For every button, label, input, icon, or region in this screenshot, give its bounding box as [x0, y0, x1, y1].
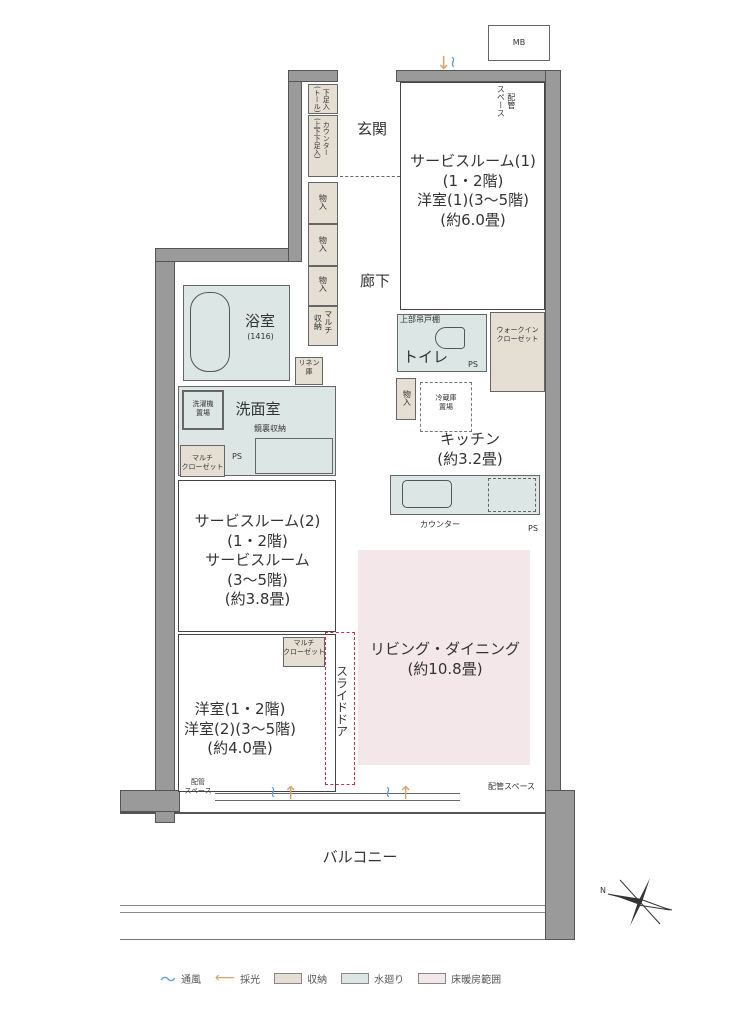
wall-bottom — [120, 790, 180, 812]
piping-space-top: 配管 スペース — [496, 85, 516, 117]
compass-icon — [607, 878, 673, 926]
floor-heating-area — [358, 550, 530, 765]
kitchen-storage — [396, 378, 416, 420]
legend-item-floor-heating: 床暖房範囲 — [418, 971, 501, 986]
service-room-2-label: サービスルーム(2) (1・2階) サービスルーム (3〜5階) (約3.8畳) — [194, 512, 321, 608]
washroom-label: 洗面室 — [235, 400, 281, 418]
bathroom-size: (1416) — [247, 332, 274, 341]
balcony-rail — [120, 905, 575, 913]
storage-1 — [308, 182, 338, 224]
western-room-label: 洋室(1・2階) 洋室(2)(3〜5階) (約4.0畳) — [183, 700, 297, 757]
washer-space — [182, 390, 224, 430]
legend-item-light: ⟵ 採光 — [215, 970, 260, 986]
upper-cabinet-label: 上部吊戸棚 — [400, 315, 440, 324]
storage-2-label: 物入 — [318, 236, 328, 252]
multi-closet-1 — [180, 445, 225, 477]
ps-label-1: PS — [232, 452, 242, 461]
counter-label: カウンター — [420, 520, 460, 529]
ps-label-3: PS — [528, 524, 538, 533]
slide-door-label: スライドドア — [334, 665, 349, 737]
mb-label: MB — [512, 38, 526, 47]
piping-space-right: 配管スペース — [488, 782, 536, 791]
fridge-space-label: 冷蔵庫 置場 — [435, 394, 457, 412]
wall-top-right — [396, 70, 561, 82]
legend-item-wind: 〜通風 — [160, 966, 201, 990]
legend-label: 収納 — [307, 974, 328, 986]
wall-upper-left-vert — [288, 70, 302, 262]
legend-item-water: 水廻り — [341, 971, 404, 986]
mirror-storage-label: 鏡裏収納 — [254, 424, 286, 433]
wind-icon: ≀ — [450, 52, 456, 71]
legend-swatch — [274, 972, 303, 984]
kitchen-sink — [402, 480, 452, 508]
multi-storage-label: マルチ 収納 — [313, 310, 333, 334]
fridge-space — [420, 382, 472, 432]
walk-in-closet-label: ウォークイン クローゼット — [496, 326, 539, 344]
storage-3-label: 物入 — [318, 276, 328, 292]
shoe-storage-counter — [308, 115, 338, 177]
linen-closet — [295, 357, 323, 385]
legend-swatch — [418, 972, 447, 984]
stove — [488, 478, 536, 512]
kitchen-counter — [390, 475, 540, 515]
toilet-label: トイレ — [403, 348, 449, 366]
storage-3 — [308, 266, 338, 306]
light-arrow-icon: ↑ — [283, 783, 299, 804]
wind-icon: 〜 — [160, 970, 177, 989]
shoe-storage-tall — [308, 84, 338, 114]
toilet-bowl — [435, 327, 465, 349]
wall-left-upper — [155, 248, 300, 262]
wall-balcony-right — [545, 790, 575, 940]
multi-closet-2-label: マルチ クローゼット — [283, 639, 325, 657]
genkan-label: 玄関 — [356, 120, 387, 138]
light-arrow-icon: ↑ — [398, 783, 414, 804]
compass-north-label: N — [600, 886, 606, 895]
service-room-1 — [400, 82, 545, 310]
legend: 〜通風 ⟵ 採光 収納 水廻り 床暖房範囲 — [160, 966, 501, 990]
bathroom-label: 浴室 — [244, 312, 275, 330]
shoe-storage-tall-label: 下足入 (トール) — [313, 86, 331, 113]
meter-box — [488, 25, 550, 61]
slide-door — [325, 632, 355, 785]
genkan — [340, 82, 400, 177]
storage-2 — [308, 224, 338, 266]
wall-left — [155, 248, 175, 823]
multi-storage — [308, 306, 338, 346]
multi-closet-2 — [283, 637, 325, 667]
wind-icon: ≀ — [270, 782, 276, 801]
wall-top — [288, 70, 338, 82]
walk-in-closet — [490, 312, 545, 392]
window-balcony — [215, 793, 460, 801]
legend-label: 水廻り — [374, 974, 405, 986]
service-room-1-label: サービスルーム(1) (1・2階) 洋室(1)(3〜5階) (約6.0畳) — [410, 152, 536, 229]
light-arrow-icon: ⟵ — [215, 970, 236, 986]
kitchen-storage-label: 物入 — [402, 390, 412, 406]
kitchen-label: キッチン (約3.2畳) — [437, 430, 503, 468]
legend-label: 通風 — [181, 974, 202, 986]
wind-icon: ≀ — [385, 782, 391, 801]
legend-label: 採光 — [240, 974, 261, 986]
service-room-2 — [178, 480, 336, 632]
corridor-label: 廊下 — [359, 272, 390, 290]
legend-item-storage: 収納 — [274, 971, 327, 986]
storage-1-label: 物入 — [318, 194, 328, 210]
balcony — [120, 812, 575, 940]
vanity — [255, 438, 333, 474]
ps-label-2: PS — [468, 360, 478, 369]
linen-closet-label: リネン 庫 — [298, 359, 320, 377]
bathtub — [190, 292, 230, 372]
living-dining-label: リビング・ダイニング (約10.8畳) — [369, 640, 520, 678]
washer-space-label: 洗濯機 置場 — [192, 400, 214, 418]
piping-space-left: 配管 スペース — [184, 778, 212, 796]
legend-label: 床暖房範囲 — [451, 974, 502, 986]
balcony-label: バルコニー — [322, 848, 398, 866]
multi-closet-1-label: マルチ クローゼット — [181, 454, 224, 472]
legend-swatch — [341, 972, 370, 984]
light-arrow-icon: ↓ — [436, 53, 452, 74]
shoe-storage-counter-label: カウンター (上下下足入) — [313, 118, 331, 159]
